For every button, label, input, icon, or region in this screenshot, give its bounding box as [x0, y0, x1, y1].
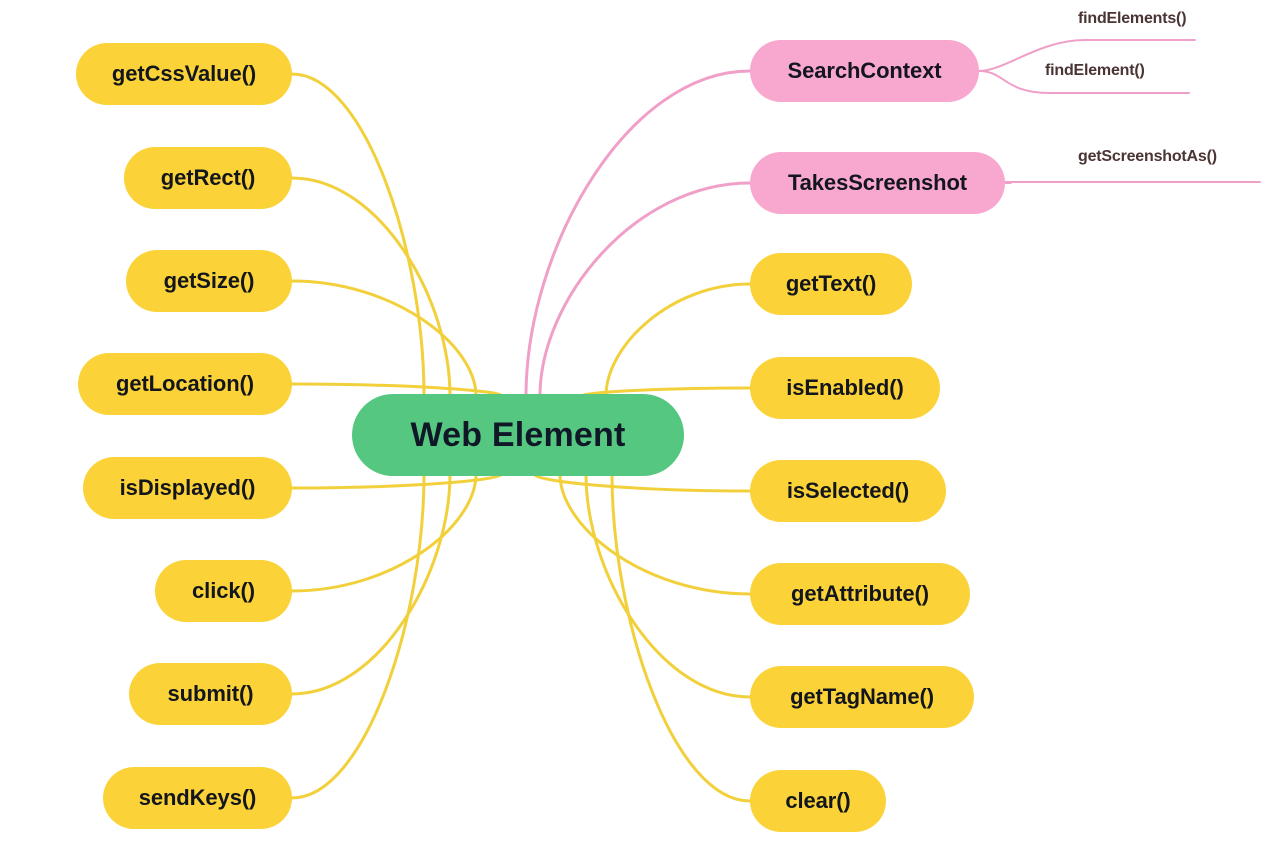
interface-node-0[interactable]: SearchContext — [750, 40, 979, 102]
method-node-left-5[interactable]: click() — [155, 560, 292, 622]
method-node-left-6[interactable]: submit() — [129, 663, 292, 725]
connector-line — [290, 72, 426, 398]
connector-line — [524, 69, 752, 398]
method-node-right-label: getText() — [785, 271, 877, 296]
connector-line — [988, 181, 1261, 184]
method-node-right-2[interactable]: isSelected() — [750, 460, 946, 522]
method-node-left-label: submit() — [167, 681, 254, 706]
method-node-left-label: isDisplayed() — [119, 475, 256, 500]
method-node-left-1[interactable]: getRect() — [124, 147, 292, 209]
connector-line — [584, 472, 752, 699]
interface-node-label: SearchContext — [787, 58, 942, 83]
method-node-left-2[interactable]: getSize() — [126, 250, 292, 312]
connector-line — [290, 472, 504, 490]
method-node-right-5[interactable]: clear() — [750, 770, 886, 832]
connector-line — [290, 472, 478, 593]
connector-line — [610, 472, 752, 803]
connector-line — [538, 181, 752, 398]
connector-line — [290, 472, 426, 800]
method-node-left-3[interactable]: getLocation() — [78, 353, 292, 415]
method-node-right-label: getTagName() — [790, 684, 934, 709]
root-node-label: Web Element — [410, 415, 626, 454]
root-node-web-element[interactable]: Web Element — [352, 394, 684, 476]
method-node-right-3[interactable]: getAttribute() — [750, 563, 970, 625]
method-node-left-0[interactable]: getCssValue() — [76, 43, 292, 105]
interface-node-1[interactable]: TakesScreenshot — [750, 152, 1005, 214]
interface-node-label: TakesScreenshot — [787, 170, 968, 195]
method-node-left-4[interactable]: isDisplayed() — [83, 457, 292, 519]
method-node-right-label: isEnabled() — [786, 375, 904, 400]
connector-line — [290, 279, 478, 398]
method-node-right-label: isSelected() — [786, 478, 910, 503]
method-node-left-label: getRect() — [160, 165, 256, 190]
method-node-right-label: getAttribute() — [791, 581, 929, 606]
leaf-label[interactable]: findElements() — [1078, 10, 1187, 27]
method-node-right-0[interactable]: getText() — [750, 253, 912, 315]
method-node-left-label: click() — [192, 578, 255, 603]
method-node-left-label: getCssValue() — [111, 61, 257, 86]
connector-line — [604, 282, 752, 398]
connector-line — [532, 472, 752, 493]
method-node-left-label: getLocation() — [115, 371, 254, 396]
connector-line — [290, 176, 452, 398]
method-node-left-7[interactable]: sendKeys() — [103, 767, 292, 829]
leaf-label[interactable]: getScreenshotAs() — [1078, 148, 1217, 165]
method-node-right-1[interactable]: isEnabled() — [750, 357, 940, 419]
connector-line — [558, 472, 752, 596]
method-node-right-4[interactable]: getTagName() — [750, 666, 974, 728]
method-node-right-label: clear() — [785, 788, 851, 813]
leaf-label[interactable]: findElement() — [1045, 62, 1145, 79]
method-node-left-label: sendKeys() — [138, 785, 257, 810]
method-node-left-label: getSize() — [163, 268, 255, 293]
connector-line — [290, 472, 452, 696]
